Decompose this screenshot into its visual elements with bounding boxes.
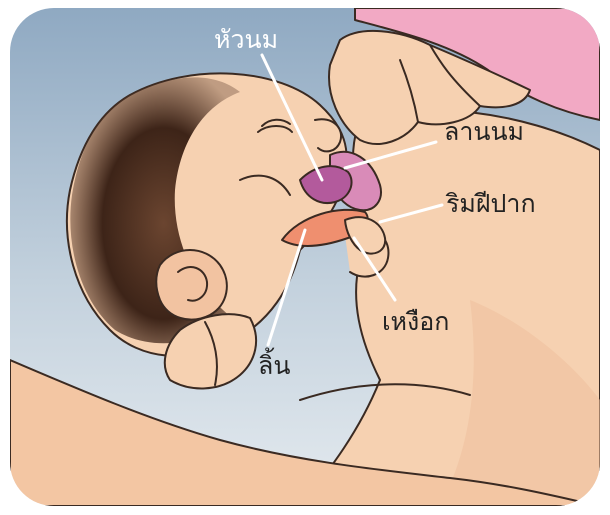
label-tongue: ลิ้น (258, 347, 290, 380)
baby-ear (156, 250, 227, 320)
label-nipple: หัวนม (214, 25, 278, 54)
label-gums: เหงือก (382, 307, 449, 336)
label-lips: ริมฝีปาก (445, 189, 535, 218)
label-areola: ลานนม (444, 117, 524, 146)
